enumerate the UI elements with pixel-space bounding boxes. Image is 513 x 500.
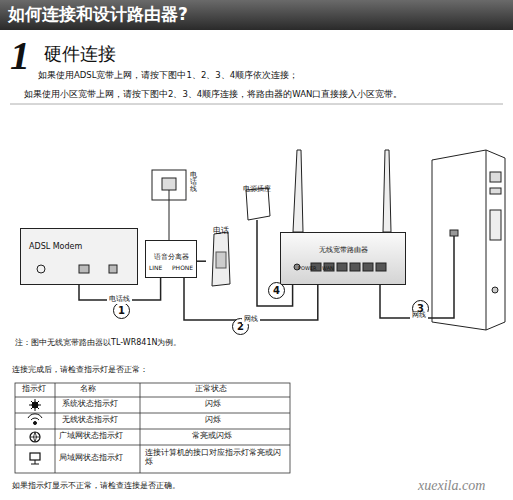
cable-connector	[197, 261, 206, 262]
title-bar	[0, 0, 513, 30]
node-figure	[281, 233, 407, 286]
table-cell: 无线状态指示灯	[62, 416, 118, 425]
table-intro: 连接完成后，请检查指示灯是否正常：	[12, 366, 148, 375]
wire-label: 网线	[242, 316, 260, 323]
node-text: 语音分离器	[154, 253, 189, 261]
table-cell: 广域网状态指示灯	[59, 432, 123, 441]
watermark: xuexila.com	[418, 478, 485, 494]
table-cell: 系统状态指示灯	[62, 400, 118, 409]
wire-label: 网线	[410, 312, 428, 319]
table-header: 正常状态	[195, 385, 227, 394]
table-header: 指示灯	[22, 385, 46, 394]
table-cell: 闪烁	[205, 416, 221, 425]
port-label: POWER	[298, 266, 317, 272]
node-text: 电源插座	[243, 185, 271, 193]
wire-label: 电话线	[190, 172, 197, 193]
voice-splitter: 语音分离器	[145, 240, 197, 278]
node-text: ADSL Modem	[29, 242, 82, 252]
node-figure	[21, 229, 139, 286]
page-title: 如何连接和设计路由器?	[8, 5, 188, 25]
table-cell: 连接计算机的接口对应指示灯常亮或闪烁	[145, 449, 285, 466]
instruction: 如果使用ADSL宽带上网，请按下图中1、2、3、4顺序依次连接；	[38, 71, 298, 81]
callout-number: 4	[268, 282, 285, 299]
callout-number: 1	[113, 302, 130, 319]
node-text: 无线宽带路由器	[319, 246, 368, 254]
rule-line	[10, 104, 503, 105]
footer-note: 如果指示灯显示不正常，请检查连接是否正确。	[12, 482, 180, 491]
cable-line	[197, 260, 206, 262]
note: 注：图中无线宽带路由器以TL-WR841N为例。	[15, 338, 182, 347]
indicator-icon	[28, 399, 42, 464]
wall-jack	[152, 170, 186, 240]
indicator-table	[15, 383, 290, 473]
adsl-modem: ADSL Modem	[20, 228, 138, 285]
wireless-router: 无线宽带路由器	[280, 232, 406, 285]
step-number: 1	[10, 33, 30, 79]
table-cell: 常亮或闪烁	[192, 432, 232, 441]
port-label: LINE	[149, 265, 162, 272]
wire-label: 电话线	[107, 296, 132, 303]
power-adapter: 电源插座	[236, 176, 278, 226]
router-antenna	[293, 150, 391, 232]
node-figure	[236, 176, 278, 226]
table-header: 名称	[80, 385, 96, 394]
node-text: 电话	[213, 226, 229, 236]
section-heading: 硬件连接	[44, 44, 116, 65]
computer-tower	[432, 150, 505, 330]
telephone: 电话	[206, 218, 236, 290]
table-cell: 闪烁	[205, 400, 221, 409]
port-label: WAN	[322, 266, 334, 272]
table-cell: 局域网状态指示灯	[59, 454, 123, 463]
instruction: 如果使用小区宽带上网，请按下图中2、3、4顺序连接，将路由器的WAN口直接接入小…	[24, 90, 402, 100]
port-label: PHONE	[172, 265, 193, 272]
